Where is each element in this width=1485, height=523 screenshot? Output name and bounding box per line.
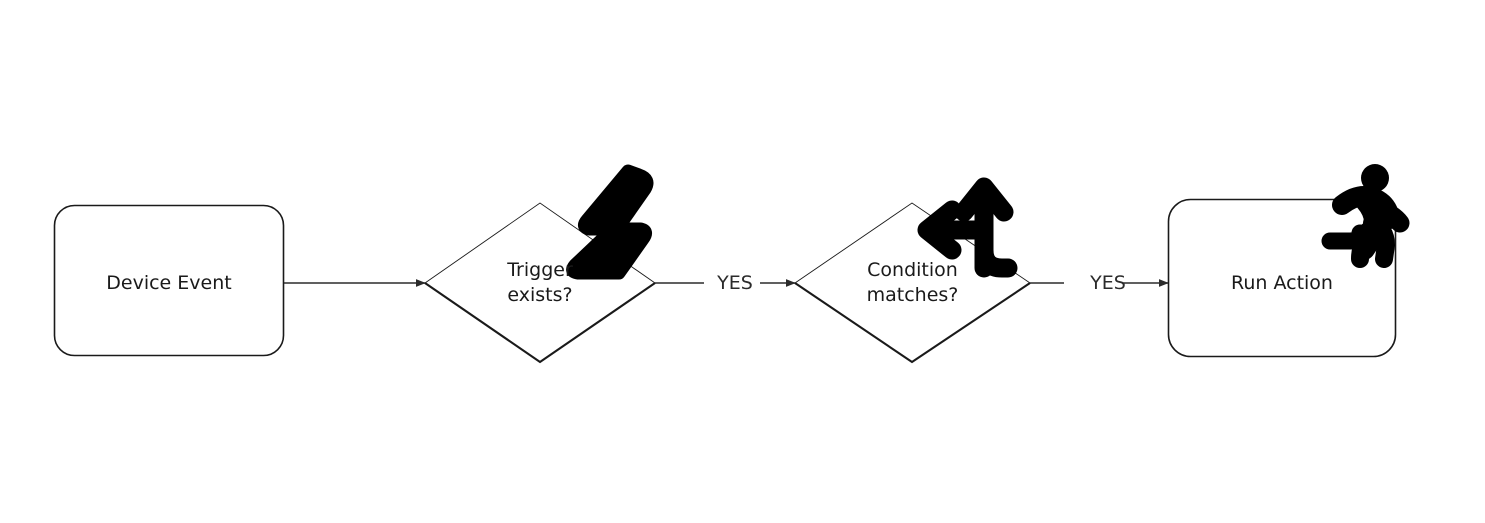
branch-up-head (954, 177, 1014, 222)
run-action-shape[interactable] (1167, 198, 1397, 358)
runner-motion-mark (1321, 224, 1369, 250)
runner-leg-back (1363, 214, 1396, 268)
node-device-event[interactable] (53, 204, 285, 357)
branch-left-head (917, 200, 962, 260)
condition-matches-shape[interactable] (794, 202, 1031, 363)
branch-curve (974, 220, 1018, 278)
lightning-bolt-icon (566, 164, 654, 280)
condition-matches-lower-edge (794, 282, 1031, 364)
edge-label-yes-trigger: YES (717, 272, 753, 294)
branch-arrows-icon (917, 177, 1018, 278)
node-run-action[interactable] (1167, 198, 1397, 358)
running-person-icon (1321, 164, 1410, 268)
trigger-exists-lower-edge (424, 282, 656, 364)
edge-label-yes-condition: YES (1090, 272, 1126, 294)
node-condition-matches[interactable] (794, 202, 1031, 364)
device-event-shape[interactable] (53, 204, 285, 357)
runner-head (1361, 164, 1389, 192)
